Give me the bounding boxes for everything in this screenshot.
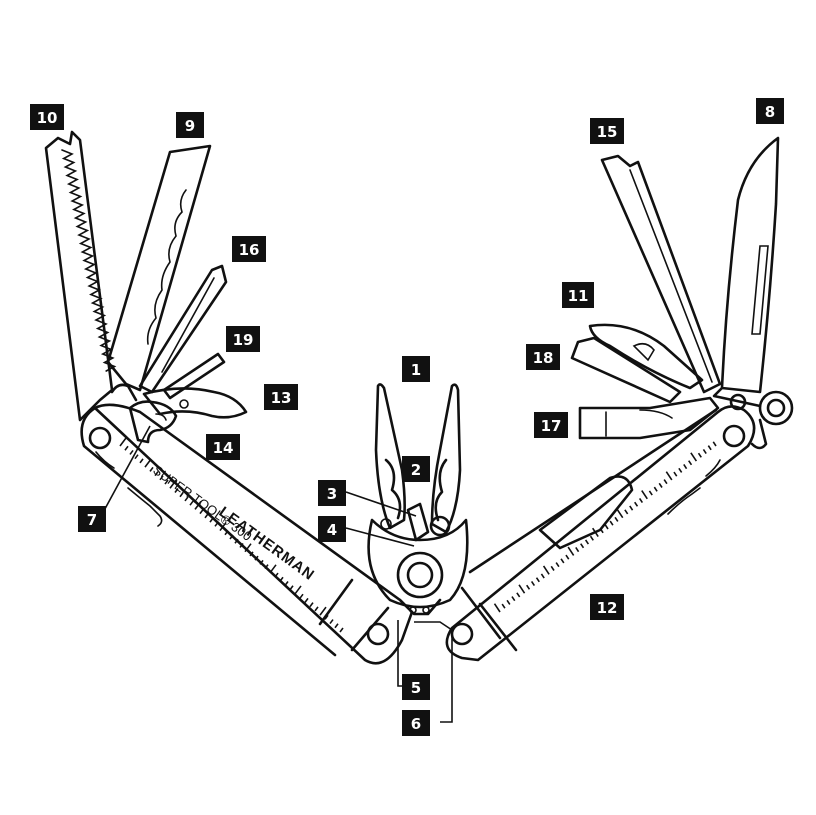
wood-file	[578, 396, 720, 440]
left-handle: LEATHERMAN SUPER TOOL® 300	[80, 403, 414, 665]
callout-2: 2	[402, 456, 430, 482]
svg-text:8: 8	[765, 103, 775, 121]
left-clip-detail	[95, 451, 163, 527]
callout-6: 6	[402, 710, 430, 736]
right-handle-scale	[493, 441, 717, 613]
wire-stripper	[588, 323, 704, 390]
callout-badges: 1 2 3 4 5 6 7 8 9 10 11 12 13 14 15 16 1…	[30, 98, 784, 736]
svg-text:4: 4	[327, 521, 337, 539]
svg-text:16: 16	[239, 241, 260, 259]
leader-lines	[99, 425, 453, 723]
svg-text:18: 18	[533, 349, 554, 367]
callout-17: 17	[534, 412, 568, 438]
left-tool-pivot	[110, 383, 138, 402]
svg-text:1: 1	[411, 361, 421, 379]
callout-3: 3	[318, 480, 346, 506]
pliers	[367, 383, 469, 616]
left-handle-scale	[119, 437, 344, 633]
callout-7: 7	[78, 506, 106, 532]
chisel	[570, 336, 682, 404]
right-clip-detail	[667, 459, 721, 515]
svg-text:15: 15	[597, 123, 618, 141]
callout-4: 4	[318, 516, 346, 542]
right-handle	[445, 405, 756, 662]
callout-16: 16	[232, 236, 266, 262]
file-blade	[106, 144, 212, 392]
svg-text:19: 19	[233, 331, 254, 349]
svg-text:7: 7	[87, 511, 97, 529]
svg-text:12: 12	[597, 599, 618, 617]
callout-11: 11	[562, 282, 594, 308]
svg-text:10: 10	[37, 109, 58, 127]
saw-blade	[44, 130, 117, 422]
callout-15: 15	[590, 118, 624, 144]
callout-13: 13	[264, 384, 298, 410]
svg-text:3: 3	[327, 485, 337, 503]
svg-text:17: 17	[541, 417, 562, 435]
callout-14: 14	[206, 434, 240, 460]
lanyard-ring	[729, 390, 794, 450]
callout-1: 1	[402, 356, 430, 382]
callout-10: 10	[30, 104, 64, 130]
svg-text:5: 5	[411, 679, 421, 697]
callout-8: 8	[756, 98, 784, 124]
svg-text:9: 9	[185, 117, 195, 135]
svg-text:2: 2	[411, 461, 421, 479]
svg-text:14: 14	[213, 439, 234, 457]
svg-text:6: 6	[411, 715, 421, 733]
callout-9: 9	[176, 112, 204, 138]
screwdriver-bit	[138, 264, 228, 394]
model-name: SUPER TOOL® 300	[150, 462, 254, 544]
bottle-opener	[128, 400, 178, 444]
svg-text:13: 13	[271, 389, 292, 407]
small-screwdriver	[162, 352, 226, 400]
straight-knife	[712, 136, 780, 408]
callout-5: 5	[402, 674, 430, 700]
can-opener	[142, 387, 248, 419]
svg-text:11: 11	[568, 287, 589, 305]
callout-18: 18	[526, 344, 560, 370]
callout-19: 19	[226, 326, 260, 352]
callout-12: 12	[590, 594, 624, 620]
serrated-knife	[600, 154, 722, 394]
